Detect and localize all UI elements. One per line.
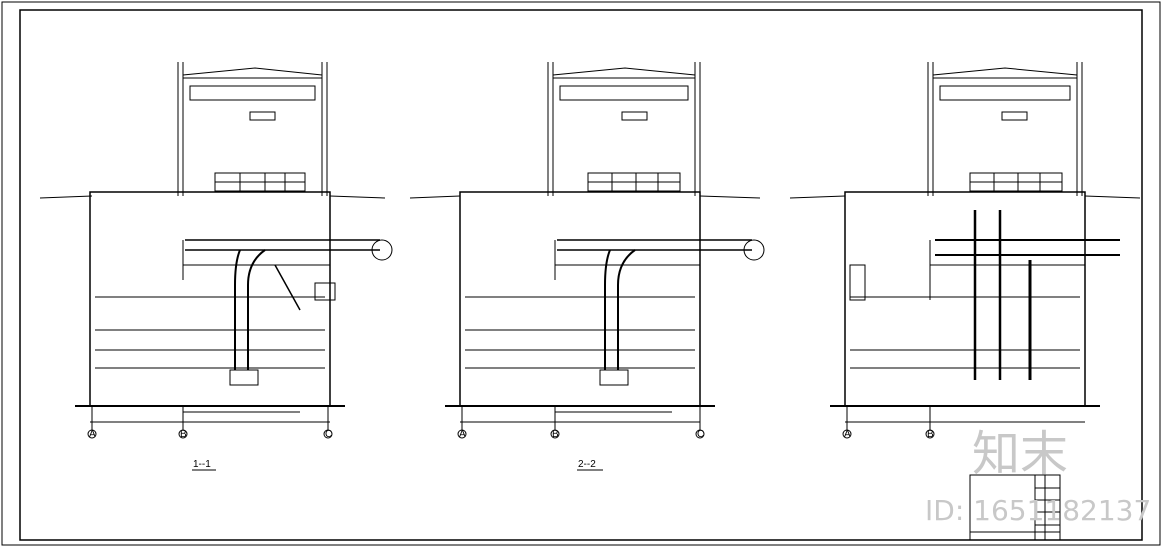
section-2-label: 2--2 (578, 459, 596, 470)
axis-marker-b-s1: B (180, 429, 187, 440)
axis-marker-a-s2: A (459, 429, 466, 440)
axis-marker-c-s2: C (697, 429, 704, 440)
section-1-drawing (39, 62, 393, 439)
title-block (969, 474, 1061, 541)
axis-marker-a-s3: A (844, 429, 851, 440)
axis-marker-c-s1: C (325, 429, 332, 440)
axis-marker-a-s1: A (89, 429, 96, 440)
sheet-inner-frame (19, 9, 1143, 541)
axis-marker-b-s3: B (927, 429, 934, 440)
section-3-drawing (789, 62, 1141, 439)
section-2-drawing (409, 62, 765, 439)
watermark-id: ID: 1651182137 (925, 494, 1151, 527)
watermark-brand: 知末 (972, 426, 1068, 482)
section-1-label: 1--1 (193, 459, 211, 470)
axis-marker-b-s2: B (552, 429, 559, 440)
